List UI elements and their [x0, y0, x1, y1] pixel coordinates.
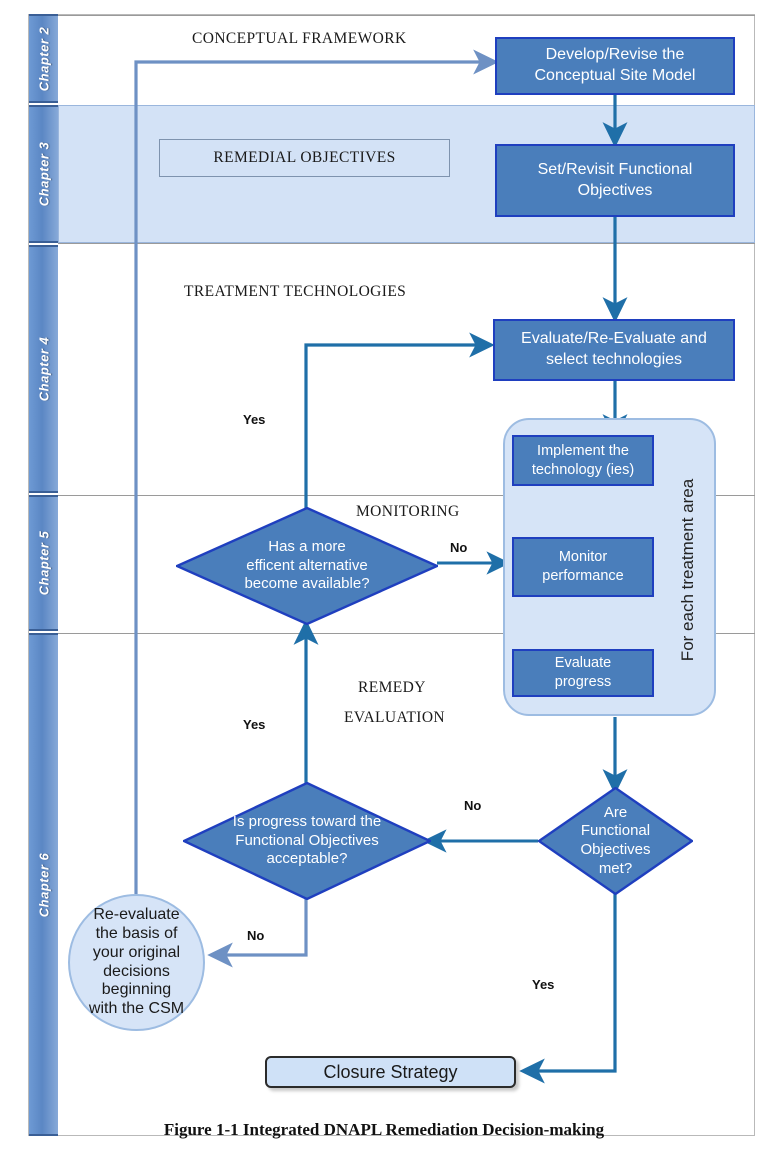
process-box-evaluate-progress-line1: Evaluate [554, 655, 612, 672]
edge-label-alternative-yes: Yes [243, 412, 266, 427]
process-box-monitor-performance-line1: Monitor [558, 549, 608, 566]
process-box-monitor-performance[interactable]: Monitor performance [512, 537, 654, 597]
process-box-evaluate-technologies-line2: select technologies [545, 351, 683, 368]
process-box-evaluate-technologies[interactable]: Evaluate/Re-Evaluate and select technolo… [493, 319, 735, 381]
circle-reevaluate-basis-line3: your original [92, 943, 181, 961]
decision-progress-acceptable-line2: Functional Objectives [235, 831, 379, 849]
remedial-objectives-box: REMEDIAL OBJECTIVES [159, 139, 450, 177]
edge-label-alternative-no: No [450, 540, 468, 555]
chapter-tab-3: Chapter 3 [29, 105, 58, 243]
process-box-evaluate-technologies-line1: Evaluate/Re-Evaluate and [521, 330, 707, 348]
decision-objectives-met[interactable]: Are Functional Objectives met? [538, 787, 693, 895]
process-box-set-objectives[interactable]: Set/Revisit Functional Objectives [495, 144, 735, 217]
chapter-tab-5-label: Chapter 5 [36, 530, 51, 596]
process-box-develop-csm[interactable]: Develop/Revise the Conceptual Site Model [495, 37, 735, 95]
decision-objectives-met-line1: Are [603, 803, 628, 821]
divider-ch3-ch4 [58, 243, 755, 244]
edge-label-progress-yes: Yes [243, 717, 266, 732]
process-box-develop-csm-line1: Develop/Revise the [545, 46, 685, 64]
chapter-tab-4: Chapter 4 [29, 245, 58, 493]
chapter-tab-5: Chapter 5 [29, 495, 58, 631]
process-box-evaluate-progress[interactable]: Evaluate progress [512, 649, 654, 697]
process-box-evaluate-progress-line2: progress [554, 674, 612, 690]
edge-label-progress-no: No [247, 928, 265, 943]
chapter-tab-3-label: Chapter 3 [36, 141, 51, 207]
decision-objectives-met-line4: met? [598, 859, 633, 877]
circle-reevaluate-basis-line4: decisions [103, 962, 170, 980]
decision-progress-acceptable-line1: Is progress toward the [232, 812, 382, 830]
circle-reevaluate-basis-line6: with the CSM [88, 1000, 185, 1018]
section-heading-remedy-evaluation-1: REMEDY [358, 679, 426, 696]
chapter-tab-2: Chapter 2 [29, 14, 58, 103]
decision-progress-acceptable[interactable]: Is progress toward the Functional Object… [183, 782, 431, 900]
decision-alternative-available-line1: Has a more [268, 537, 346, 555]
decision-objectives-met-line2: Functional [580, 822, 651, 840]
edge-label-objectives-met-no: No [464, 798, 482, 813]
process-box-monitor-performance-line2: performance [542, 568, 624, 584]
circle-reevaluate-basis-line2: the basis of [95, 924, 178, 942]
process-box-set-objectives-line2: Objectives [577, 181, 653, 199]
edge-label-objectives-met-yes: Yes [532, 977, 555, 992]
process-box-develop-csm-line2: Conceptual Site Model [534, 67, 696, 84]
section-heading-conceptual-framework: CONCEPTUAL FRAMEWORK [192, 30, 407, 47]
decision-alternative-available[interactable]: Has a more efficent alternative become a… [176, 507, 438, 625]
chapter-tab-6: Chapter 6 [29, 633, 58, 1136]
section-heading-remedy-evaluation-2: EVALUATION [344, 709, 446, 726]
circle-reevaluate-basis[interactable]: Re-evaluate the basis of your original d… [68, 894, 205, 1031]
process-box-implement-technology-line1: Implement the [537, 442, 629, 459]
decision-alternative-available-line3: become available? [244, 575, 370, 593]
chapter-tab-6-label: Chapter 6 [36, 852, 51, 917]
figure-caption: Figure 1-1 Integrated DNAPL Remediation … [163, 1120, 605, 1139]
decision-objectives-met-line3: Objectives [580, 841, 651, 858]
decision-progress-acceptable-line3: acceptable? [266, 850, 348, 868]
process-box-implement-technology[interactable]: Implement the technology (ies) [512, 435, 654, 486]
circle-reevaluate-basis-line1: Re-evaluate [93, 905, 180, 923]
section-heading-treatment-technologies: TREATMENT TECHNOLOGIES [184, 283, 407, 300]
treatment-area-group-label: For each treatment area [678, 478, 698, 662]
circle-reevaluate-basis-line5: beginning [101, 981, 172, 999]
decision-alternative-available-line2: efficent alternative [246, 556, 368, 574]
chapter-tab-4-label: Chapter 4 [36, 336, 51, 402]
process-box-set-objectives-line1: Set/Revisit Functional [537, 160, 693, 178]
chapter-tab-2-label: Chapter 2 [36, 26, 51, 91]
process-box-implement-technology-line2: technology (ies) [531, 461, 635, 478]
divider-top [58, 15, 755, 16]
terminal-closure-strategy[interactable]: Closure Strategy [265, 1056, 516, 1088]
